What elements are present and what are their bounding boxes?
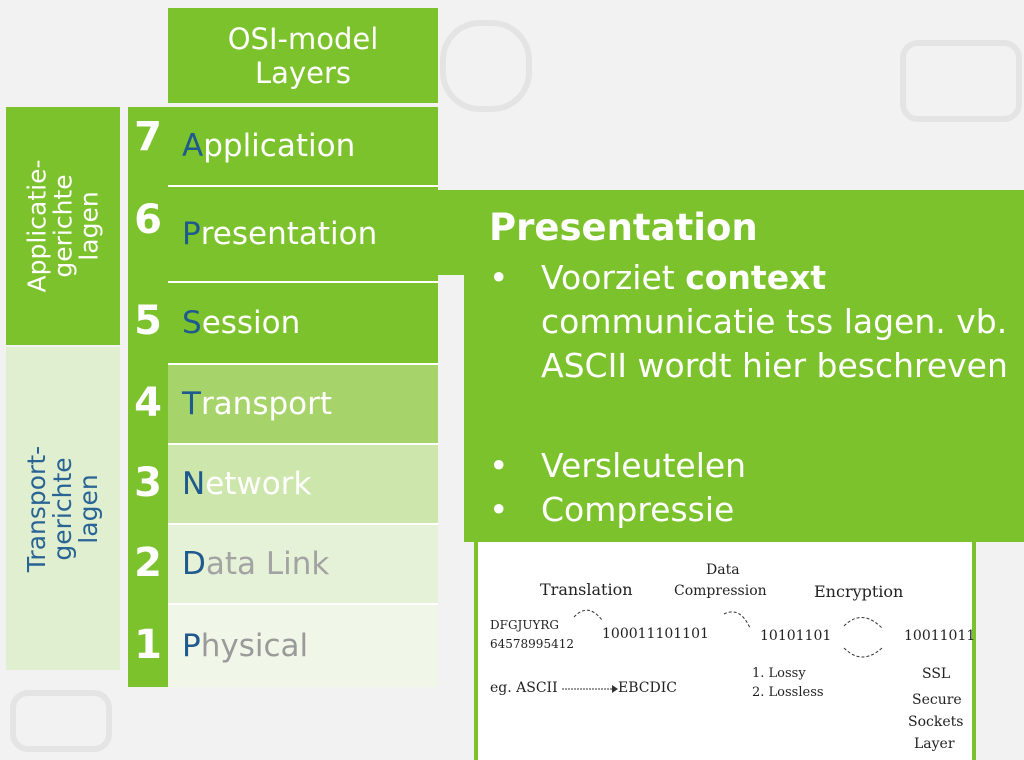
- group-label-line: Transport-: [22, 445, 51, 572]
- background-decoration: [10, 690, 112, 752]
- figure-label-translation: Translation: [540, 580, 633, 599]
- osi-model-title: OSI-model Layers: [168, 8, 438, 103]
- figure-binary-2: 10101101: [760, 628, 832, 644]
- background-decoration: [900, 40, 1022, 122]
- layer-label: ata Link: [205, 546, 330, 582]
- presentation-figure: Translation Data Compression Encryption …: [474, 542, 976, 760]
- layer-label: hysical: [200, 628, 309, 664]
- layer-initial: T: [182, 386, 201, 422]
- layer-number: 6: [134, 197, 162, 243]
- bullet-dot: •: [489, 446, 509, 485]
- bullet-context: Voorziet context communicatie tss lagen.…: [541, 256, 1011, 388]
- figure-ssl: SSL: [922, 666, 951, 682]
- figure-secure: Secure: [912, 692, 962, 708]
- arrow-decrypt-icon: [843, 647, 883, 658]
- layer-number: 7: [134, 114, 162, 160]
- group-label-line: gerichte: [48, 456, 77, 561]
- layer-number: 4: [134, 380, 162, 426]
- group-label-line: lagen: [74, 191, 104, 261]
- layer-initial: P: [182, 628, 201, 664]
- bullet-compression: Compressie: [541, 490, 735, 529]
- figure-layer: Layer: [914, 736, 955, 752]
- arrowhead-icon: [612, 685, 618, 693]
- layer-number: 2: [134, 540, 162, 586]
- group-label-line: gerichte: [48, 174, 78, 278]
- figure-sockets: Sockets: [908, 714, 964, 730]
- layer-number: 3: [134, 460, 162, 506]
- layer-label: ession: [201, 305, 301, 341]
- group-label-line: Applicatie-: [22, 159, 52, 293]
- layer-label: ransport: [200, 386, 333, 422]
- figure-ascii: eg. ASCII: [490, 680, 558, 696]
- figure-label-data: Data: [706, 562, 740, 578]
- application-oriented-group: Applicatie- gerichte lagen: [6, 107, 120, 345]
- figure-lossless: 2. Lossless: [752, 685, 824, 700]
- presentation-panel: [464, 190, 1024, 542]
- figure-label-encryption: Encryption: [814, 582, 904, 601]
- figure-label-compression: Compression: [674, 583, 767, 599]
- group-label-line: lagen: [74, 473, 103, 544]
- figure-lossy: 1. Lossy: [752, 666, 806, 681]
- transport-oriented-group: Transport- gerichte lagen: [6, 347, 120, 670]
- bullet-dot: •: [489, 490, 509, 529]
- figure-source-number: 64578995412: [490, 637, 574, 651]
- layer-number: 1: [134, 622, 162, 668]
- panel-title: Presentation: [489, 206, 758, 249]
- figure-binary-3: 10011011: [904, 628, 976, 644]
- layer-initial: N: [182, 466, 206, 502]
- bullet-text-bold: context: [685, 258, 827, 297]
- layer-label: etwork: [205, 466, 312, 502]
- figure-arrows: [562, 609, 883, 693]
- background-decoration: [440, 20, 532, 112]
- arrow-encrypt-icon: [843, 617, 883, 629]
- figure-source-text: DFGJUYRG: [490, 618, 559, 632]
- figure-binary-1: 100011101101: [602, 626, 709, 642]
- layer-initial: D: [182, 546, 206, 582]
- layer-initial: A: [182, 128, 204, 164]
- title-line-1: OSI-model: [227, 21, 379, 56]
- layer-number: 5: [134, 298, 162, 344]
- layer-label: pplication: [203, 128, 356, 164]
- bullet-dot: •: [489, 258, 509, 297]
- layer-initial: P: [182, 216, 201, 252]
- figure-ebcdic: EBCDIC: [618, 680, 677, 696]
- arrow-translation-icon: [573, 609, 603, 621]
- bullet-text: Voorziet: [541, 258, 686, 297]
- arrow-compression-icon: [723, 611, 751, 629]
- layer-number-column: [128, 107, 168, 687]
- layer-label: resentation: [200, 216, 378, 252]
- bullet-encryption: Versleutelen: [541, 446, 747, 485]
- layer-initial: S: [182, 305, 202, 341]
- bullet-text: communicatie tss lagen. vb. ASCII wordt …: [541, 302, 1008, 385]
- title-line-2: Layers: [255, 55, 351, 90]
